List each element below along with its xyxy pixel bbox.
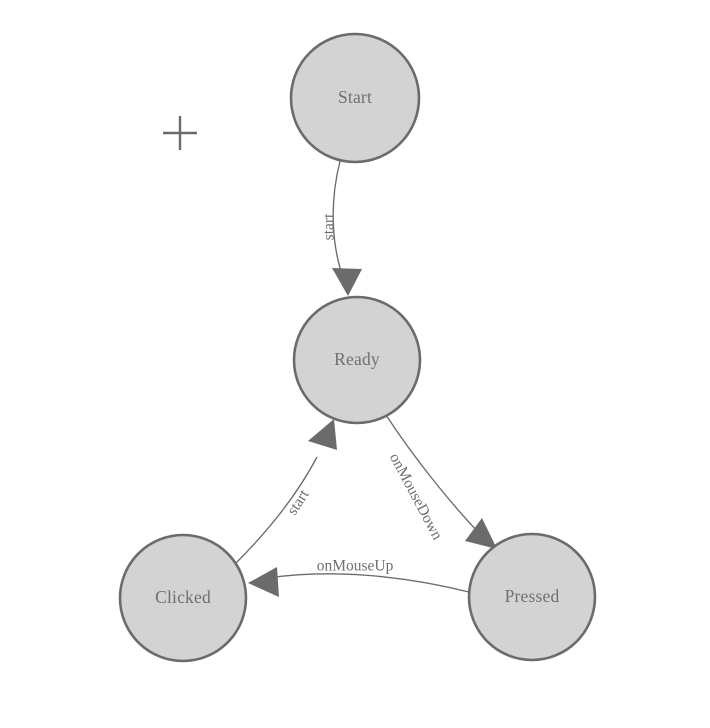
edge-clicked-to-ready-path bbox=[235, 456, 318, 564]
edge-label-pressed-to-clicked: onMouseUp bbox=[317, 558, 394, 575]
edge-start-to-ready-arrowhead bbox=[332, 268, 362, 296]
edge-ready-to-pressed-arrowhead bbox=[465, 518, 497, 549]
edge-clicked-to-ready-arrowhead bbox=[308, 419, 337, 450]
edge-label-start-to-ready: start bbox=[321, 213, 338, 240]
edge-label-clicked-to-ready: start bbox=[284, 486, 313, 518]
edge-clicked-to-ready[interactable]: start bbox=[235, 419, 337, 564]
node-ready-label: Ready bbox=[334, 349, 380, 369]
node-ready[interactable]: Ready bbox=[292, 295, 422, 425]
edge-ready-to-pressed[interactable]: onMouseDown bbox=[385, 414, 497, 549]
node-ready-circle[interactable] bbox=[292, 295, 422, 425]
edge-pressed-to-clicked-path bbox=[267, 573, 470, 593]
edge-pressed-to-clicked[interactable]: onMouseUp bbox=[248, 558, 470, 597]
node-pressed-label: Pressed bbox=[505, 586, 560, 606]
edge-ready-to-pressed-path bbox=[385, 414, 482, 536]
plus-marker[interactable] bbox=[163, 116, 197, 150]
node-pressed-circle[interactable] bbox=[467, 532, 597, 662]
edge-start-to-ready[interactable]: start bbox=[321, 160, 362, 296]
node-start-circle[interactable] bbox=[289, 32, 421, 164]
edge-pressed-to-clicked-arrowhead bbox=[248, 567, 279, 597]
edge-label-ready-to-pressed: onMouseDown bbox=[386, 450, 446, 543]
node-start[interactable]: Start bbox=[289, 32, 421, 164]
node-start-label: Start bbox=[338, 87, 372, 107]
node-pressed[interactable]: Pressed bbox=[467, 532, 597, 662]
node-clicked[interactable]: Clicked bbox=[118, 533, 248, 663]
node-clicked-circle[interactable] bbox=[118, 533, 248, 663]
node-clicked-label: Clicked bbox=[155, 587, 211, 607]
